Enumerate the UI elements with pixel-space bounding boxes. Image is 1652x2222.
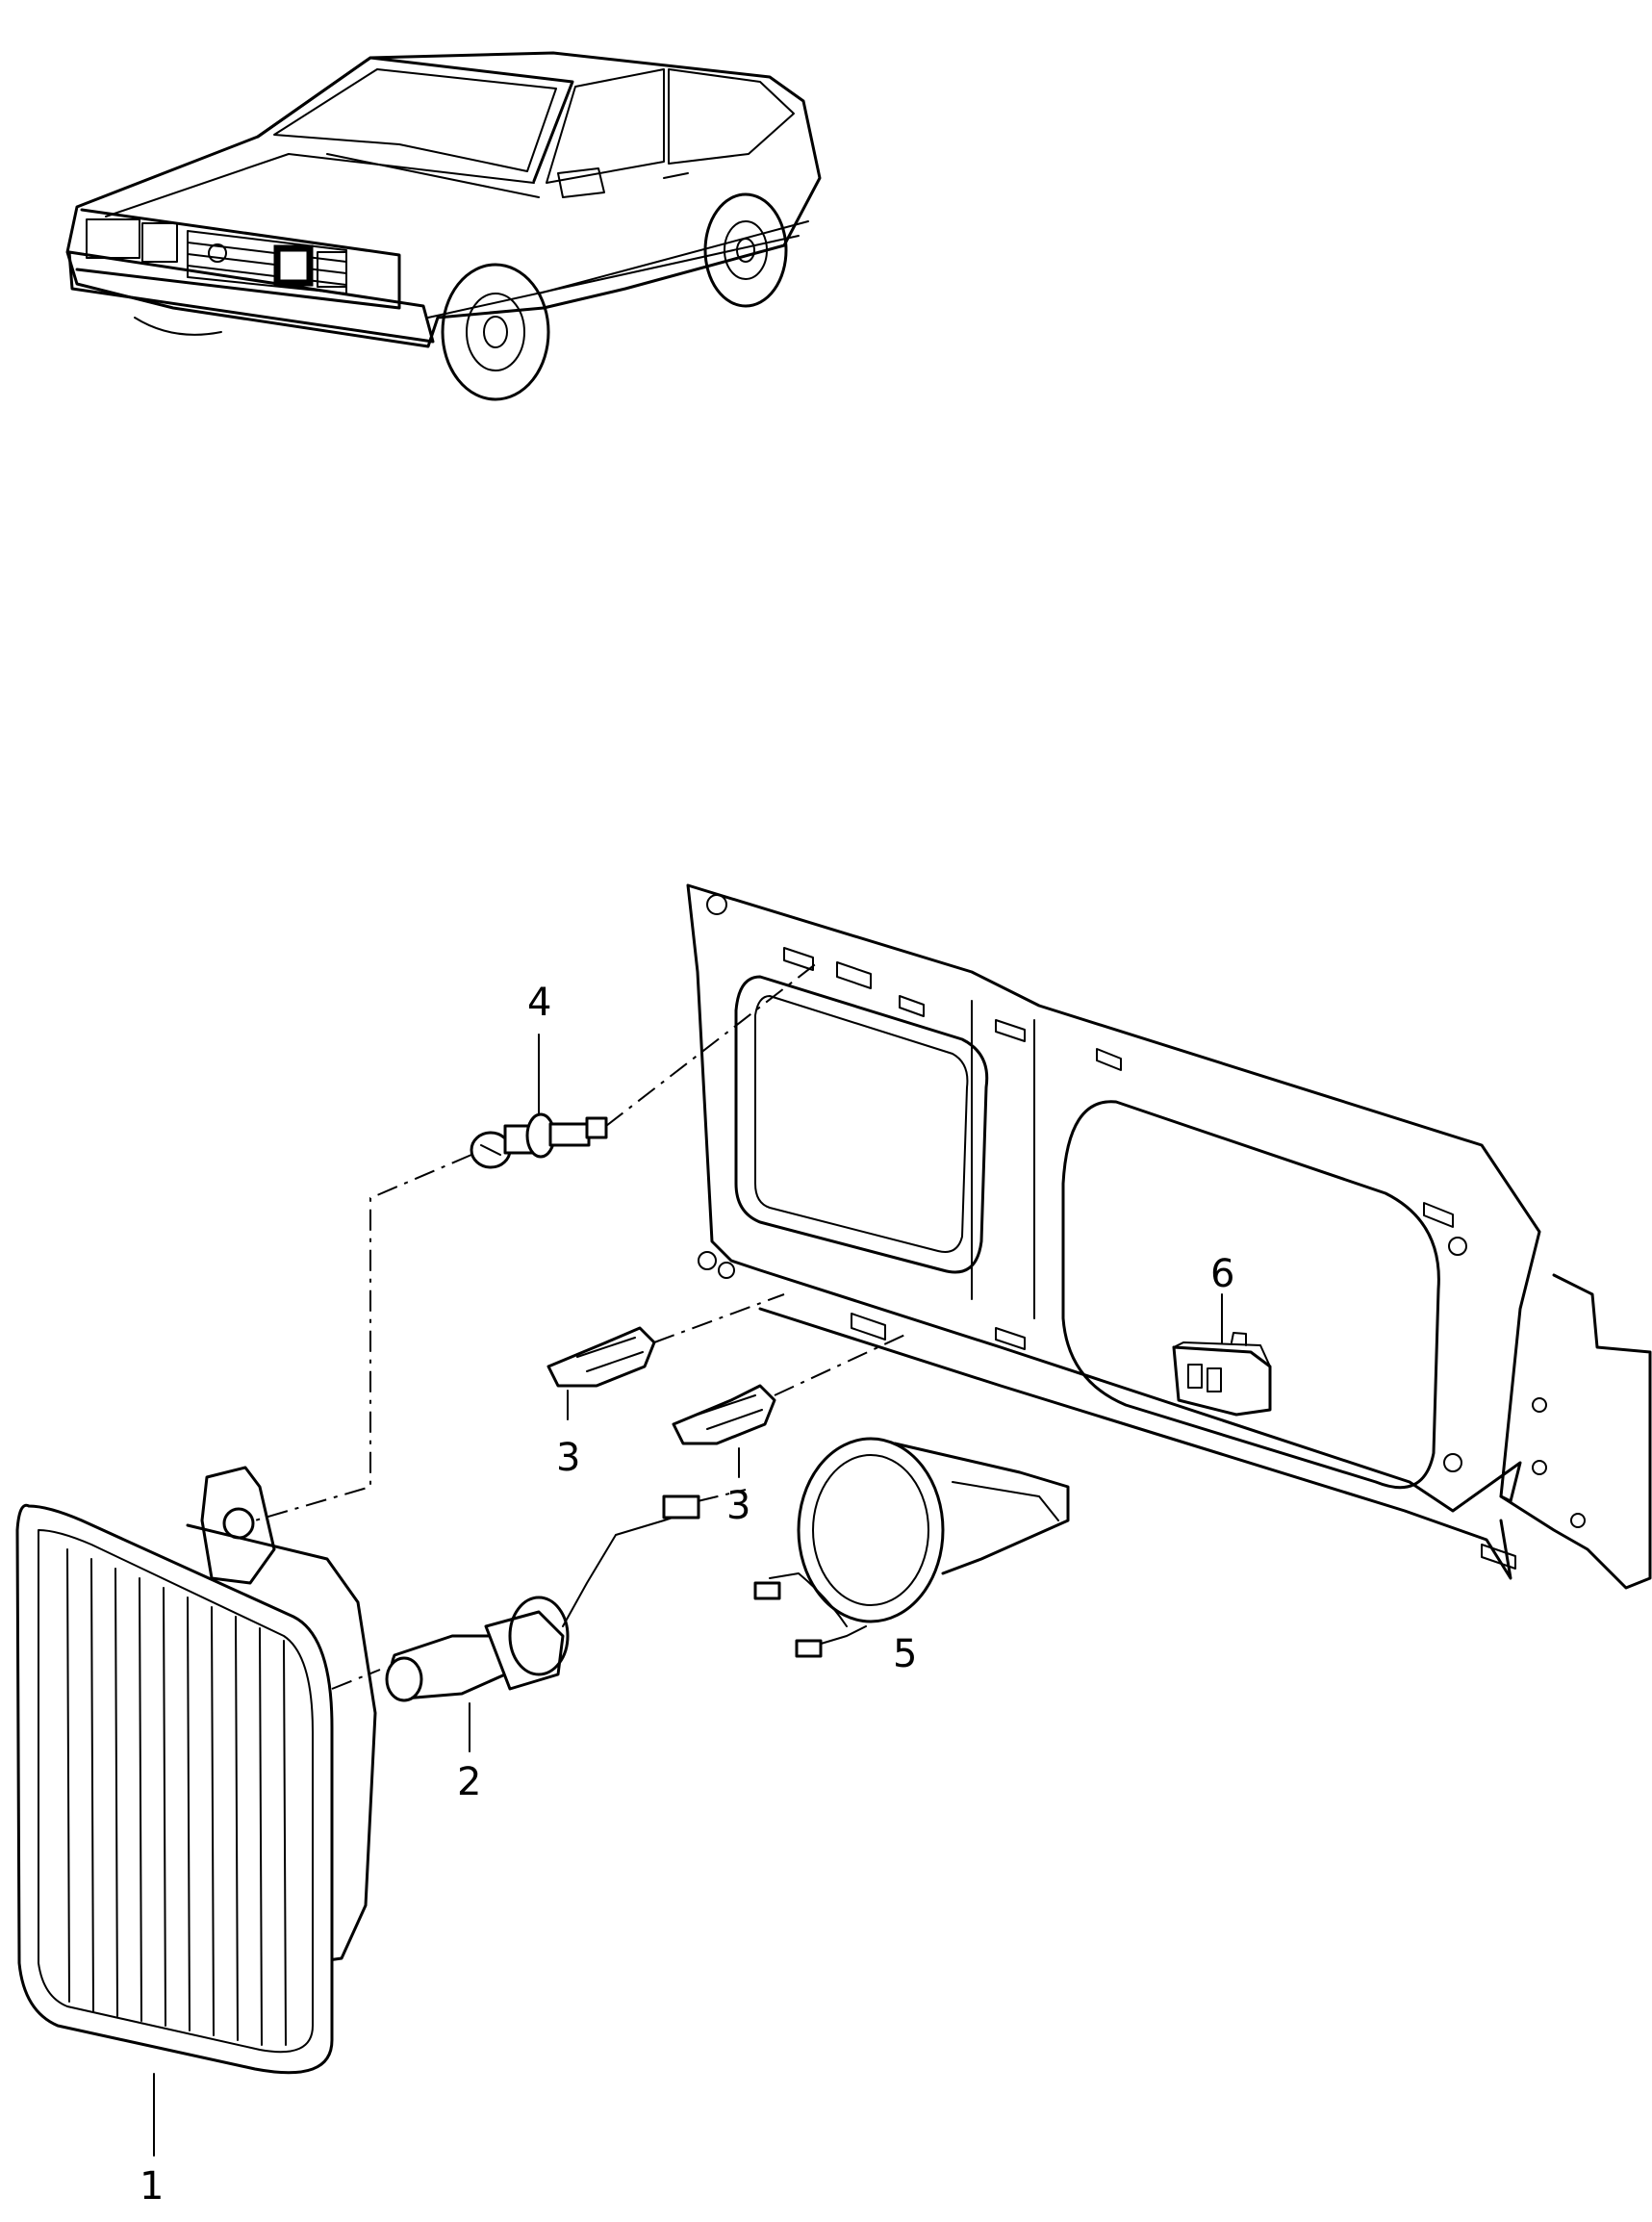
callout-6: 6: [1210, 1252, 1234, 1296]
mounting-frame: [686, 883, 1652, 1590]
part-5-bulb-holder: [753, 1437, 1070, 1658]
part-4-adjuster-screw: [470, 1034, 608, 1169]
callout-4: 4: [527, 981, 551, 1025]
part-2-bulb: [385, 1494, 700, 1752]
callout-5: 5: [893, 1632, 917, 1676]
part-6-connector: [1172, 1293, 1272, 1417]
frame-bottom-edge: [758, 1307, 1512, 1580]
callout-1: 1: [140, 2164, 164, 2209]
callout-3-lower: 3: [726, 1484, 750, 1528]
part-1-fog-lamp: [15, 1466, 377, 2157]
callout-3-upper: 3: [556, 1436, 580, 1480]
part-3-clip-upper: [546, 1326, 656, 1420]
car-illustration: [65, 51, 822, 401]
part-3-clip-lower: [672, 1384, 776, 1478]
assembly-lines: [254, 961, 910, 1690]
callout-2: 2: [457, 1760, 481, 1804]
